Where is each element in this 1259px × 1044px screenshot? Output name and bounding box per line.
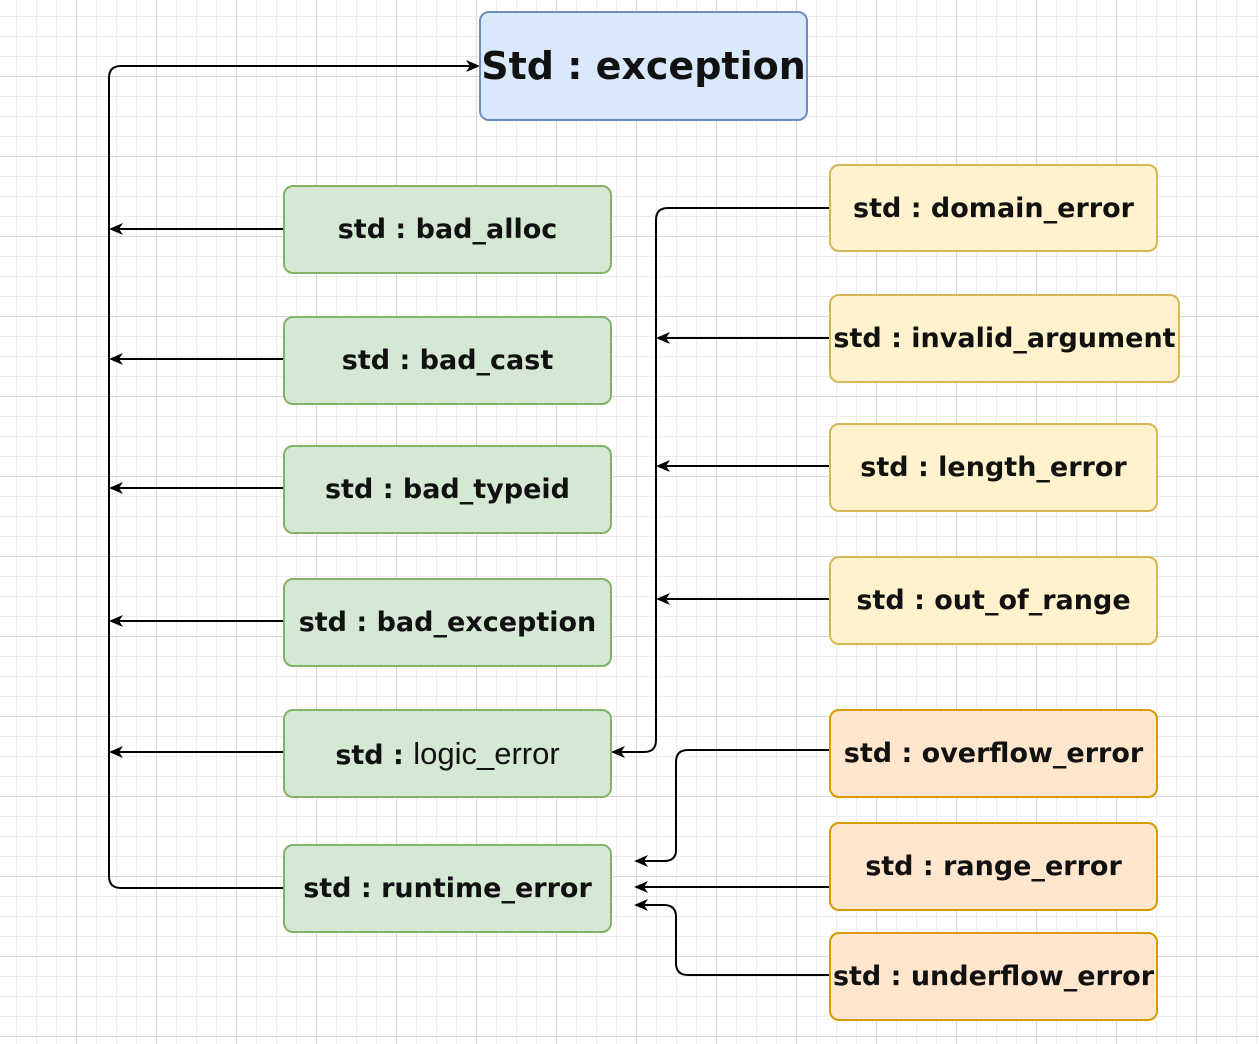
edge-runtime-error-to-exception bbox=[108, 60, 480, 889]
node-underflow-error[interactable]: std : underflow_error bbox=[829, 932, 1158, 1021]
node-label: std : logic_error bbox=[335, 736, 559, 772]
node-range-error[interactable]: std : range_error bbox=[829, 822, 1158, 911]
node-label: Std : exception bbox=[481, 44, 806, 88]
edge-domain-error-to-logic-error bbox=[611, 207, 829, 758]
node-label-main: logic_error bbox=[413, 735, 560, 771]
node-label: std : range_error bbox=[865, 851, 1122, 882]
node-label: std : bad_cast bbox=[341, 345, 554, 376]
node-label: std : underflow_error bbox=[832, 961, 1155, 992]
node-label: std : runtime_error bbox=[303, 873, 592, 904]
node-label: std : bad_exception bbox=[298, 607, 597, 638]
node-bad-typeid[interactable]: std : bad_typeid bbox=[283, 445, 612, 534]
node-bad-exception[interactable]: std : bad_exception bbox=[283, 578, 612, 667]
node-std-exception[interactable]: Std : exception bbox=[479, 11, 808, 121]
node-bad-alloc[interactable]: std : bad_alloc bbox=[283, 185, 612, 274]
node-label-prefix: std : bbox=[335, 739, 414, 771]
node-label: std : overflow_error bbox=[843, 738, 1144, 769]
node-label: std : invalid_argument bbox=[833, 323, 1176, 354]
node-length-error[interactable]: std : length_error bbox=[829, 423, 1158, 512]
edge-underflow-error-to-runtime-error bbox=[634, 899, 829, 976]
node-label: std : length_error bbox=[860, 452, 1127, 483]
node-runtime-error[interactable]: std : runtime_error bbox=[283, 844, 612, 933]
node-logic-error[interactable]: std : logic_error bbox=[283, 709, 612, 798]
edge-overflow-error-to-runtime-error bbox=[634, 749, 829, 867]
node-out-of-range[interactable]: std : out_of_range bbox=[829, 556, 1158, 645]
node-overflow-error[interactable]: std : overflow_error bbox=[829, 709, 1158, 798]
node-label: std : domain_error bbox=[853, 192, 1134, 224]
node-domain-error[interactable]: std : domain_error bbox=[829, 164, 1158, 252]
node-invalid-argument[interactable]: std : invalid_argument bbox=[829, 294, 1180, 383]
node-label: std : out_of_range bbox=[856, 585, 1131, 616]
node-label: std : bad_alloc bbox=[337, 214, 558, 245]
node-bad-cast[interactable]: std : bad_cast bbox=[283, 316, 612, 405]
node-label: std : bad_typeid bbox=[324, 474, 570, 505]
